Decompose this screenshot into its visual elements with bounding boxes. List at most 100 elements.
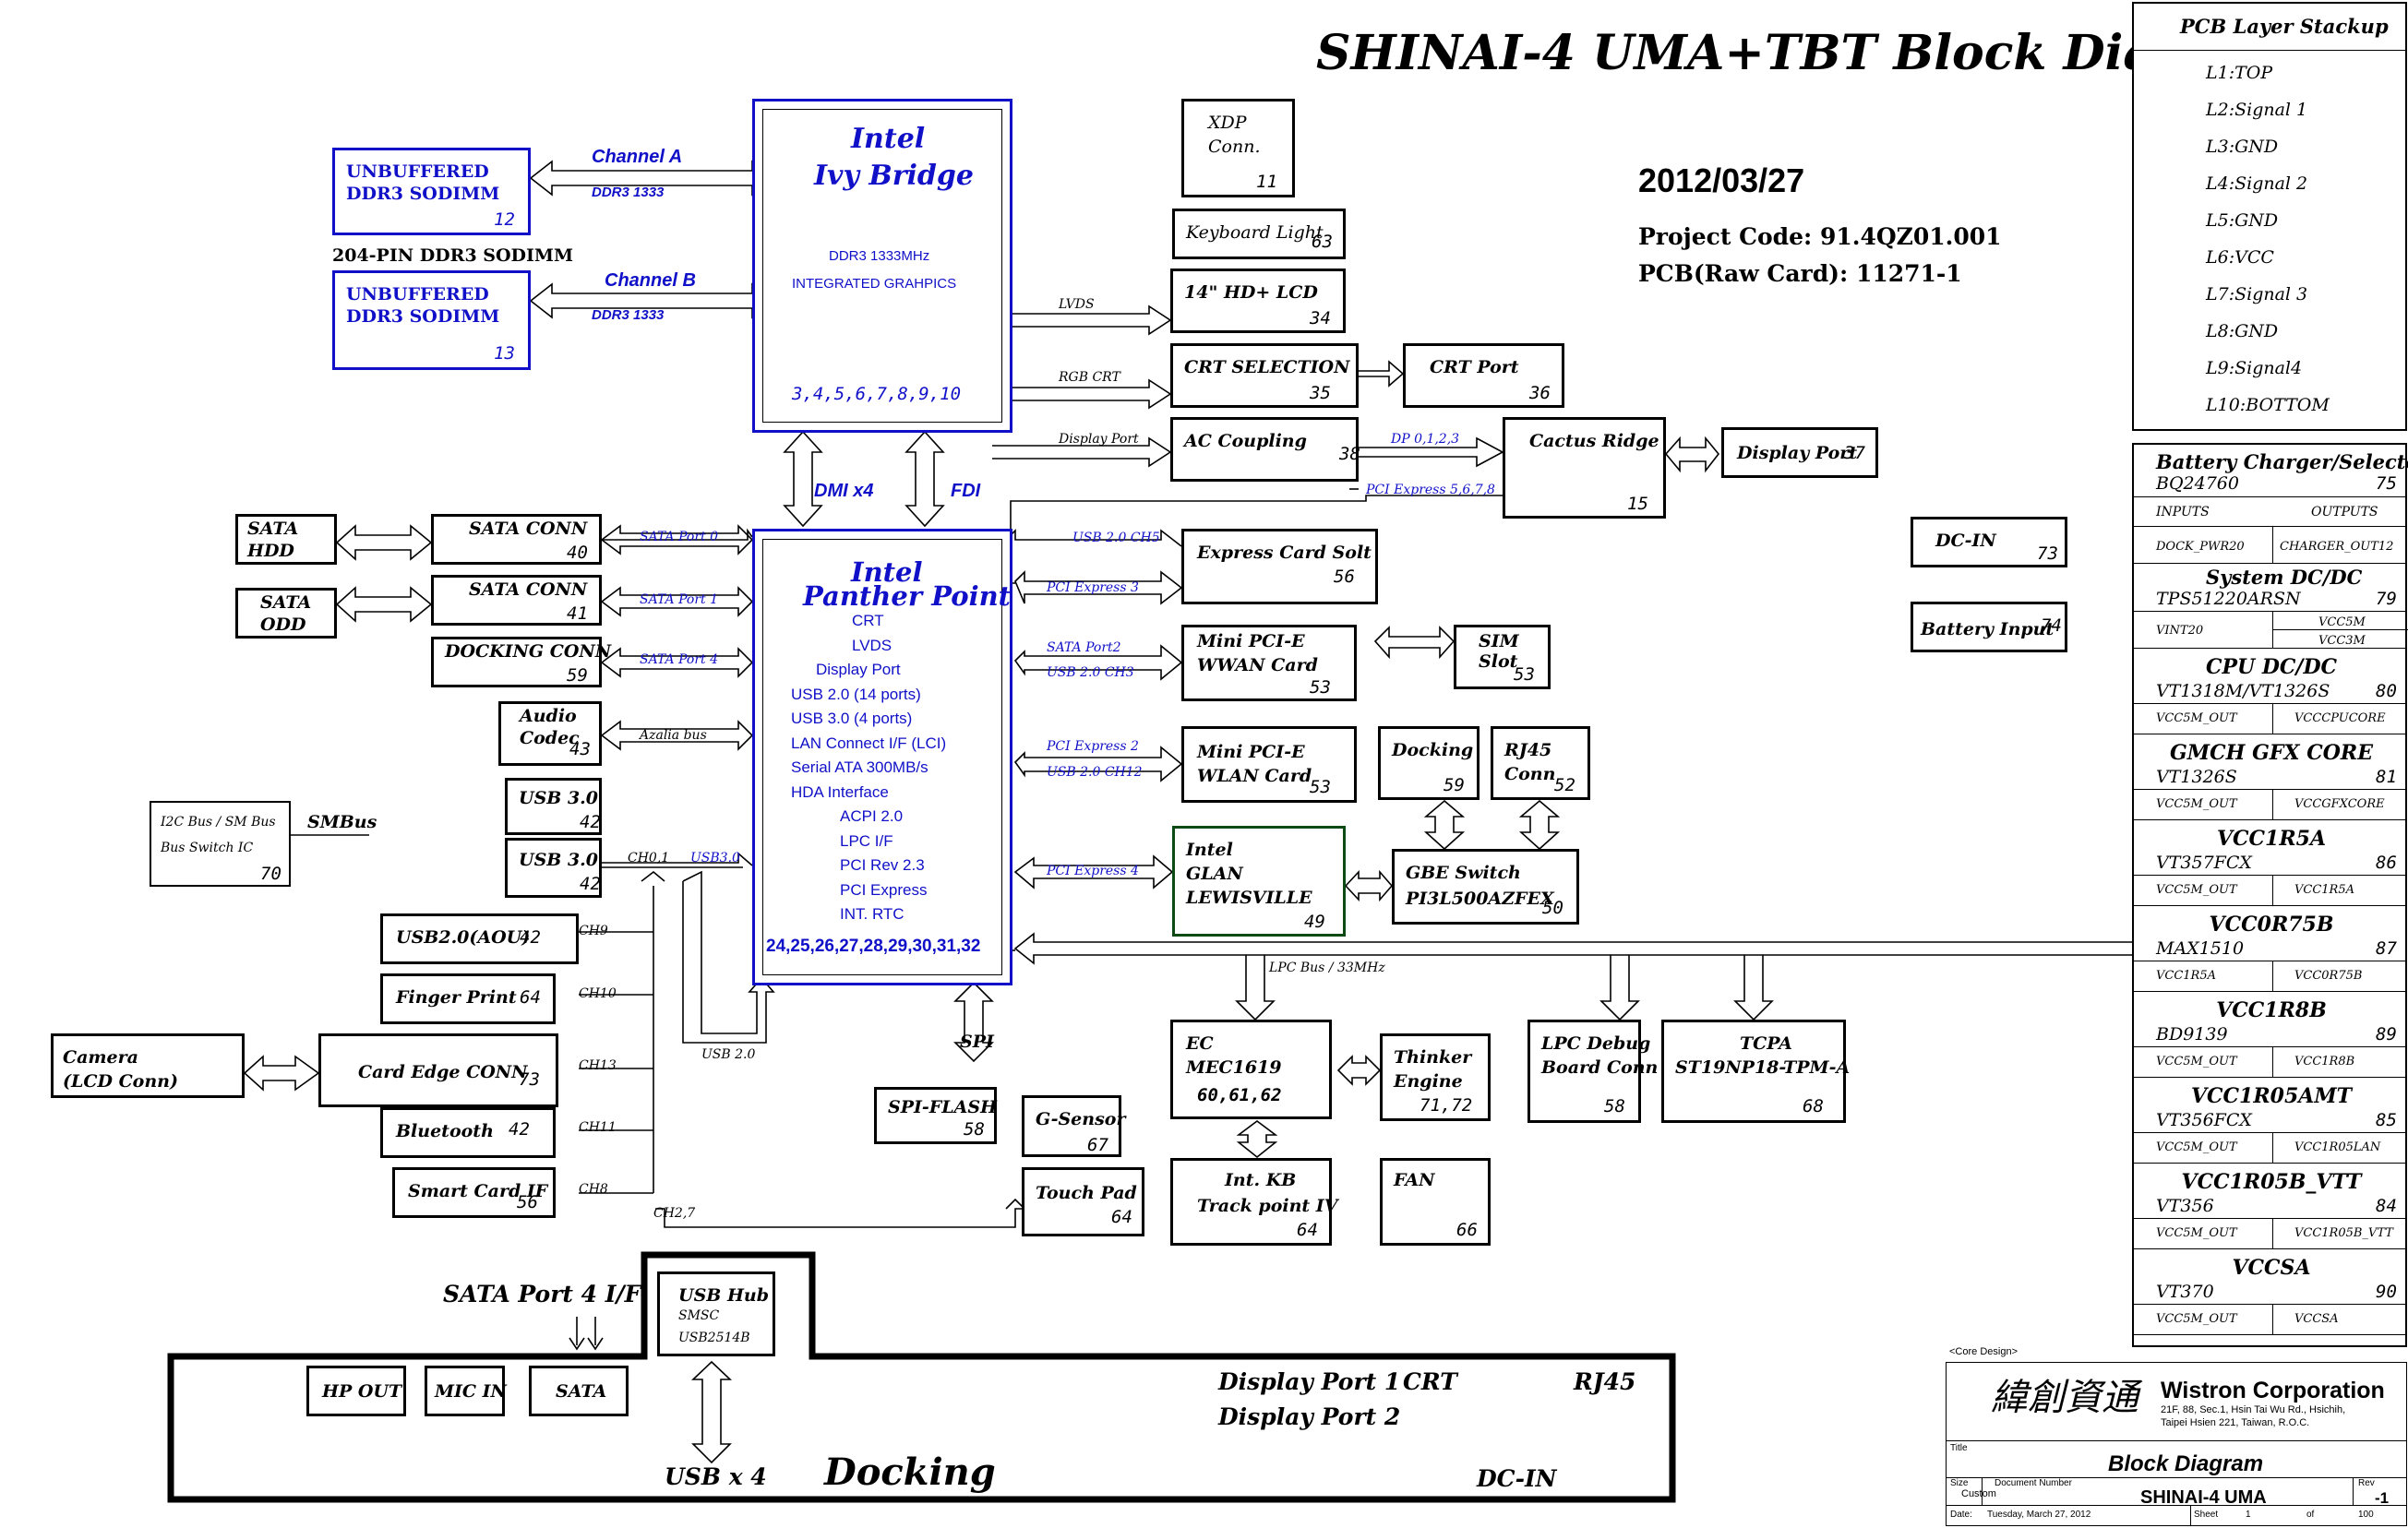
cactus-label: Cactus Ridge <box>1529 431 1659 451</box>
cpu-feature-gfx: INTEGRATED GRAHPICS <box>792 276 957 292</box>
sysdc-title: System DC/DC <box>2206 566 2363 589</box>
usb-aou-block: USB2.0(AOU) 42 <box>380 913 579 964</box>
dock-sata-label: SATA <box>556 1381 607 1402</box>
pch-feature: LPC I/F <box>840 831 893 850</box>
intkb-page: 64 <box>1297 1220 1318 1240</box>
channel-a-label: Channel A <box>592 147 683 167</box>
crt-port-page: 36 <box>1529 383 1551 403</box>
date-field-label: Date: <box>1950 1510 1972 1520</box>
usb3-port-b-block: USB 3.0 42 <box>505 838 602 898</box>
dock-hp-out-block: HP OUT <box>306 1366 406 1416</box>
company-chinese-name: 緯創資通 <box>1991 1377 2138 1419</box>
sata-conn1-page: 40 <box>567 543 588 563</box>
pch-vendor: Intel <box>851 556 923 588</box>
ac-coupling-block: AC Coupling 38 <box>1170 417 1360 482</box>
dock-hp-label: HP OUT <box>322 1381 402 1402</box>
rail-input: VCC5M_OUT <box>2156 711 2237 725</box>
wlan-line2: WLAN Card <box>1197 766 1312 786</box>
stackup-layer: L9:Signal4 <box>2206 358 2303 378</box>
thinker-line2: Engine <box>1394 1071 1463 1092</box>
sodimm-a-line2: DDR3 SODIMM <box>346 184 500 204</box>
tcpa-line1: TCPA <box>1740 1033 1792 1054</box>
rail-output: VCCCPUCORE <box>2294 711 2386 725</box>
sodimm-b-line2: DDR3 SODIMM <box>346 306 500 327</box>
company-name: Wistron Corporation <box>2161 1378 2385 1403</box>
sata-odd-block: SATA ODD <box>235 588 337 639</box>
camera-line2: (LCD Conn) <box>63 1071 178 1092</box>
pch-feature: PCI Rev 2.3 <box>840 856 925 874</box>
dc-in-block: DC-IN 73 <box>1911 517 2067 567</box>
cpu-pages: 3,4,5,6,7,8,9,10 <box>792 384 962 404</box>
sodimm-a-block: UNBUFFERED DDR3 SODIMM 12 <box>332 148 531 235</box>
stackup-layer: L4:Signal 2 <box>2206 173 2308 194</box>
rail-title: VCC0R75B <box>2209 913 2334 937</box>
rail-output: VCCGFXCORE <box>2294 797 2385 811</box>
wwan-card-block: Mini PCI-E WWAN Card 53 <box>1181 625 1357 701</box>
gsensor-label: G-Sensor <box>1036 1109 1126 1129</box>
audio-codec-block: Audio Codec 43 <box>498 701 602 766</box>
smbus-label: SMBus <box>307 812 377 832</box>
dock-usb4-label: USB x 4 <box>665 1463 767 1490</box>
card-edge-conn-block: Card Edge CONN 73 <box>318 1033 558 1107</box>
gbe-switch-block: GBE Switch PI3L500AZFEX 50 <box>1392 849 1579 925</box>
touchpad-label: Touch Pad <box>1036 1183 1137 1203</box>
rail-title: VCC1R5A <box>2216 827 2327 851</box>
spi-flash-block: SPI-FLASH 58 <box>874 1087 997 1144</box>
rail-input: VCC1R5A <box>2156 969 2216 983</box>
usb-aou-page: 42 <box>520 927 541 948</box>
ch9-label: CH9 <box>579 924 608 938</box>
azalia-bus-label: Azalia bus <box>640 728 707 743</box>
sheet-field-value: 1 <box>2246 1510 2251 1520</box>
usb-ch3-label: USB 2.0 CH3 <box>1047 665 1134 680</box>
dcin-page: 73 <box>2037 543 2058 564</box>
size-field-value: Custom <box>1961 1488 1996 1499</box>
thinker-pages: 71,72 <box>1420 1095 1473 1116</box>
ec-line2: MEC1619 <box>1186 1057 1282 1078</box>
sata-conn2-label: SATA CONN <box>469 579 588 600</box>
sheet-field-label: Sheet <box>2194 1510 2219 1520</box>
lpc-debug-block: LPC Debug Board Conn 58 <box>1527 1020 1658 1123</box>
crt-port-label: CRT Port <box>1430 357 1519 377</box>
display-port-block: Display Port 37 <box>1721 427 1878 478</box>
smart-card-block: Smart Card IF 56 <box>392 1167 556 1218</box>
cpu-vendor: Intel <box>851 123 926 155</box>
crt-sel-page: 35 <box>1310 383 1331 403</box>
ec-pages: 60,61,62 <box>1197 1085 1282 1105</box>
hub-line3: USB2514B <box>678 1331 750 1345</box>
sim-line1: SIM <box>1479 631 1519 651</box>
lcd-page: 34 <box>1310 308 1331 328</box>
rail-output: VCC1R8B <box>2294 1055 2355 1068</box>
stackup-layer: L10:BOTTOM <box>2206 395 2330 415</box>
usb-aou-label: USB2.0(AOU) <box>396 927 531 948</box>
camera-line1: Camera <box>63 1047 138 1068</box>
dmi-label: DMI x4 <box>814 481 874 501</box>
sodimm-b-line1: UNBUFFERED <box>346 284 489 304</box>
rail-input: VCC5M_OUT <box>2156 1140 2237 1154</box>
rail-part: MAX1510 <box>2156 938 2245 959</box>
i2c-bus-switch-block: I2C Bus / SM Bus Bus Switch IC 70 <box>150 801 291 887</box>
sata-port2-label: SATA Port2 <box>1047 640 1121 655</box>
cpu-name: Ivy Bridge <box>814 160 974 192</box>
lpcdbg-line1: LPC Debug <box>1541 1033 1651 1054</box>
pcie4-label: PCI Express 4 <box>1047 864 1139 878</box>
rail-page: 81 <box>2376 767 2397 787</box>
touch-pad-block: Touch Pad 64 <box>1022 1167 1144 1236</box>
dock-conn-page: 59 <box>567 665 588 686</box>
company-address-2: Taipei Hsien 221, Taiwan, R.O.C. <box>2161 1417 2310 1428</box>
project-code: Project Code: 91.4QZ01.001 <box>1638 223 2002 250</box>
cactus-ridge-block: Cactus Ridge 15 <box>1503 417 1666 519</box>
of-field-value: 100 <box>2358 1510 2374 1520</box>
rail-page: 89 <box>2376 1024 2397 1045</box>
audio-line2: Codec <box>520 728 580 748</box>
rail-page: 80 <box>2376 681 2397 701</box>
sata-odd-line1: SATA <box>260 592 312 613</box>
pch-feature: Display Port <box>816 661 901 678</box>
sim-slot-block: SIM Slot 53 <box>1454 625 1551 689</box>
rail-title: CPU DC/DC <box>2205 655 2338 679</box>
document-number-value: SHINAI-4 UMA <box>2140 1487 2267 1508</box>
usb20-label: USB 2.0 <box>701 1047 756 1062</box>
glan-line1: Intel <box>1186 840 1233 860</box>
document-number-label: Document Number <box>1995 1478 2072 1488</box>
rail-page: 85 <box>2376 1110 2397 1130</box>
gbe-line2: PI3L500AZFEX <box>1406 889 1554 909</box>
